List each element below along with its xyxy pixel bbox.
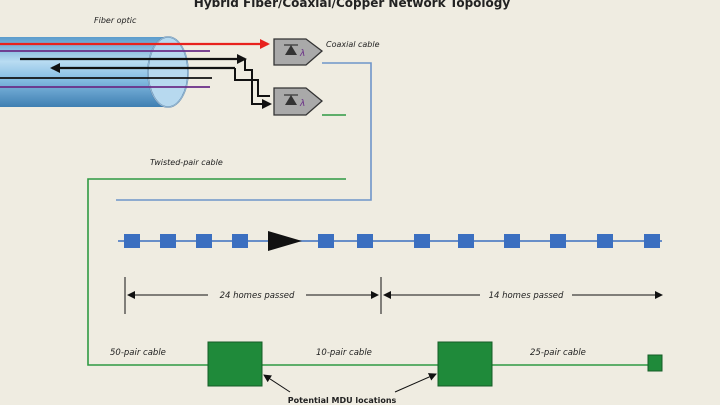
home-marker xyxy=(597,234,613,248)
mdu-locations-label: Potential MDU locations xyxy=(288,396,397,405)
fiber-route-lower-a xyxy=(234,68,270,97)
home-marker xyxy=(196,234,212,248)
mdu-box-left xyxy=(207,341,263,387)
mdu-pointer-left xyxy=(263,374,291,393)
home-marker xyxy=(644,234,660,248)
home-marker xyxy=(318,234,334,248)
home-marker xyxy=(414,234,430,248)
homes-dimension xyxy=(124,277,663,314)
cable-terminal xyxy=(647,354,663,372)
mdu-box-right xyxy=(437,341,493,387)
coaxial-cable-label: Coaxial cable xyxy=(326,40,380,49)
homes-left-label: 24 homes passed xyxy=(220,291,295,301)
fiber-optic-label: Fiber optic xyxy=(94,16,137,25)
fiber-optic-tube xyxy=(0,36,189,108)
home-marker xyxy=(504,234,520,248)
optical-node-upper: λ xyxy=(273,38,324,66)
home-marker xyxy=(550,234,566,248)
fiber-route-lower-b xyxy=(244,59,272,109)
home-marker xyxy=(458,234,474,248)
cable-25-pair-label: 25-pair cable xyxy=(530,348,586,358)
cable-10-pair-label: 10-pair cable xyxy=(316,348,372,358)
mdu-pointer-right xyxy=(394,373,437,393)
homes-right-label: 14 homes passed xyxy=(489,291,564,301)
twisted-pair-line xyxy=(87,178,650,366)
coaxial-cable-line xyxy=(116,62,372,201)
amplifier-icon xyxy=(268,231,302,251)
homes-passed-run xyxy=(118,231,662,251)
optical-node-lower: λ xyxy=(273,87,324,116)
svg-text:λ: λ xyxy=(299,99,305,109)
diagram-title: Hybrid Fiber/Coaxial/Copper Network Topo… xyxy=(194,0,511,10)
twisted-pair-label: Twisted-pair cable xyxy=(150,158,223,167)
home-marker xyxy=(160,234,176,248)
cable-50-pair-label: 50-pair cable xyxy=(110,348,166,358)
home-marker xyxy=(124,234,140,248)
svg-text:λ: λ xyxy=(299,49,305,59)
home-marker xyxy=(232,234,248,248)
home-marker xyxy=(357,234,373,248)
